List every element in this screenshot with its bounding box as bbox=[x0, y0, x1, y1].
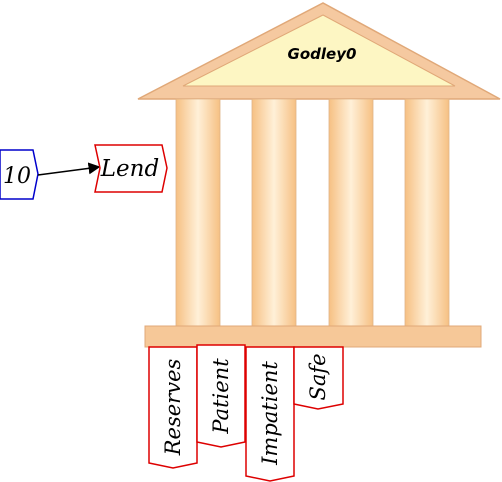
variable-lend[interactable]: Lend bbox=[94, 144, 168, 193]
variable-lend-shape bbox=[94, 144, 168, 193]
flow-variable-patient-shape bbox=[196, 344, 246, 448]
godley-column-3 bbox=[328, 98, 374, 327]
flow-variable-safe-shape bbox=[293, 346, 344, 410]
flow-variable-safe-label: Safe bbox=[306, 353, 330, 400]
flow-variable-impatient-shape bbox=[245, 346, 295, 482]
flow-variable-reserves[interactable]: Reserves bbox=[148, 346, 198, 469]
godley-column-1 bbox=[175, 98, 221, 327]
godley-column-2 bbox=[251, 98, 297, 327]
constant-10[interactable]: 10 bbox=[0, 149, 39, 200]
constant-value: 10 bbox=[3, 164, 31, 189]
wire-constant-to-lend[interactable] bbox=[37, 162, 101, 176]
godley-roof-inner bbox=[182, 14, 456, 87]
flow-variable-impatient-label: Impatient bbox=[258, 361, 282, 466]
flow-variable-safe[interactable]: Safe bbox=[293, 346, 344, 410]
flow-variable-reserves-label: Reserves bbox=[161, 359, 185, 457]
godley-title: Godley0 bbox=[288, 45, 357, 63]
flow-variable-impatient[interactable]: Impatient bbox=[245, 346, 295, 482]
variable-lend-label: Lend bbox=[100, 156, 159, 182]
godley-table[interactable]: Godley0 bbox=[137, 2, 501, 348]
flow-variable-patient[interactable]: Patient bbox=[196, 344, 246, 448]
godley-column-4 bbox=[404, 98, 450, 327]
flow-variable-reserves-shape bbox=[148, 346, 198, 469]
constant-shape bbox=[0, 149, 39, 200]
flow-variable-patient-label: Patient bbox=[209, 358, 233, 435]
godley-base bbox=[144, 325, 482, 348]
